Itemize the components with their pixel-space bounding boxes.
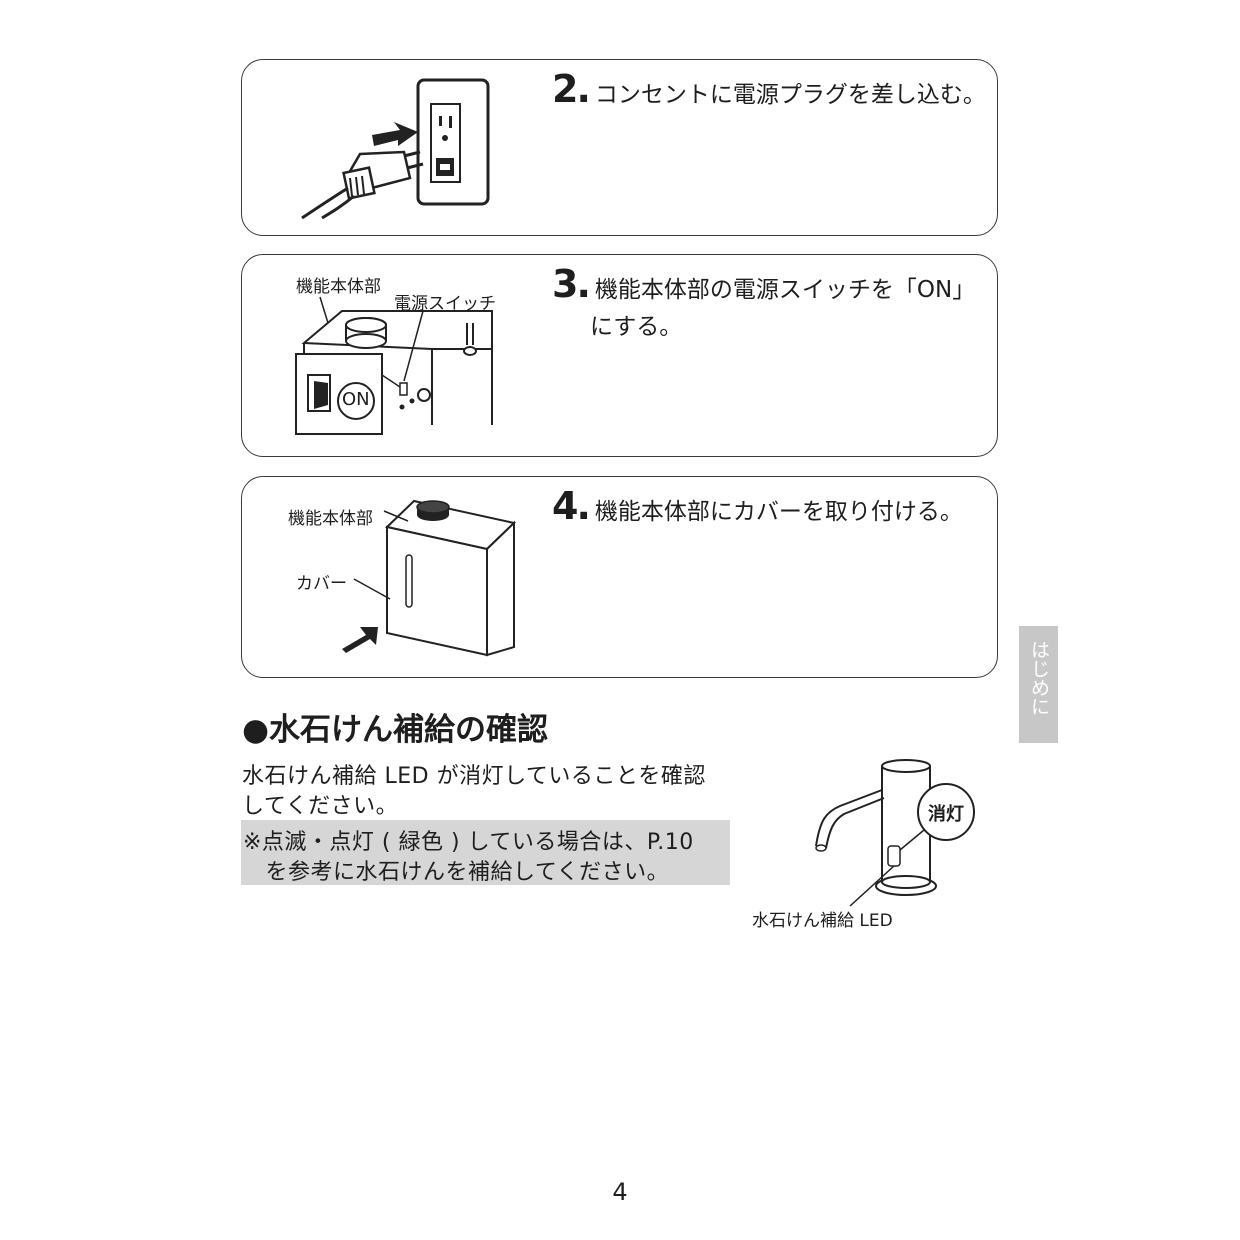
on-label: ON [342, 389, 370, 410]
cover-label: カバー [296, 574, 347, 594]
step-2-number: 2. [552, 67, 591, 111]
unit-label: 機能本体部 [296, 277, 381, 297]
power-switch-label: 電源スイッチ [394, 294, 496, 314]
faucet-illustration [815, 759, 975, 907]
plug-outlet-illustration [301, 78, 490, 220]
step-3-heading: 3.機能本体部の電源スイッチを「ON」 [552, 265, 976, 307]
note-line-1: ※点滅・点灯 ( 緑色 ) している場合は、P.10 [243, 830, 694, 855]
section-title: ●水石けん補給の確認 [242, 712, 549, 748]
page-number: 4 [612, 1178, 628, 1206]
power-switch-illustration [295, 296, 493, 435]
note-box: ※点滅・点灯 ( 緑色 ) している場合は、P.10 を参考に水石けんを補給して… [241, 820, 730, 885]
soap-led-label: 水石けん補給 LED [752, 911, 893, 931]
step-3-text-continued: にする。 [590, 314, 683, 340]
step-4-panel: 機能本体部 カバー 4.機能本体部にカバーを取り付ける。 [241, 476, 998, 678]
unit-label: 機能本体部 [288, 509, 373, 529]
step-2-text: コンセントに電源プラグを差し込む。 [594, 82, 986, 108]
step-4-heading: 4.機能本体部にカバーを取り付ける。 [552, 487, 963, 529]
step-4-text: 機能本体部にカバーを取り付ける。 [594, 499, 963, 525]
step-3-number: 3. [552, 262, 591, 306]
step-3-text: 機能本体部の電源スイッチを「ON」 [594, 277, 976, 303]
step-2-panel: 2.コンセントに電源プラグを差し込む。 [241, 59, 998, 236]
step-4-number: 4. [552, 484, 591, 528]
cover-illustration [342, 499, 517, 657]
off-bubble-label: 消灯 [928, 804, 964, 825]
step-2-heading: 2.コンセントに電源プラグを差し込む。 [552, 70, 986, 112]
body-text-line-1: 水石けん補給 LED が消灯していることを確認 [242, 764, 706, 789]
side-tab: はじめに [1019, 626, 1058, 743]
step-3-panel: 機能本体部 電源スイッチ ON 3.機能本体部の電源スイッチを「ON」 にする。 [241, 254, 998, 457]
body-text-line-2: してください。 [242, 794, 399, 819]
note-line-2: を参考に水石けんを補給してください。 [243, 860, 670, 885]
side-tab-label: はじめに [1028, 640, 1050, 716]
